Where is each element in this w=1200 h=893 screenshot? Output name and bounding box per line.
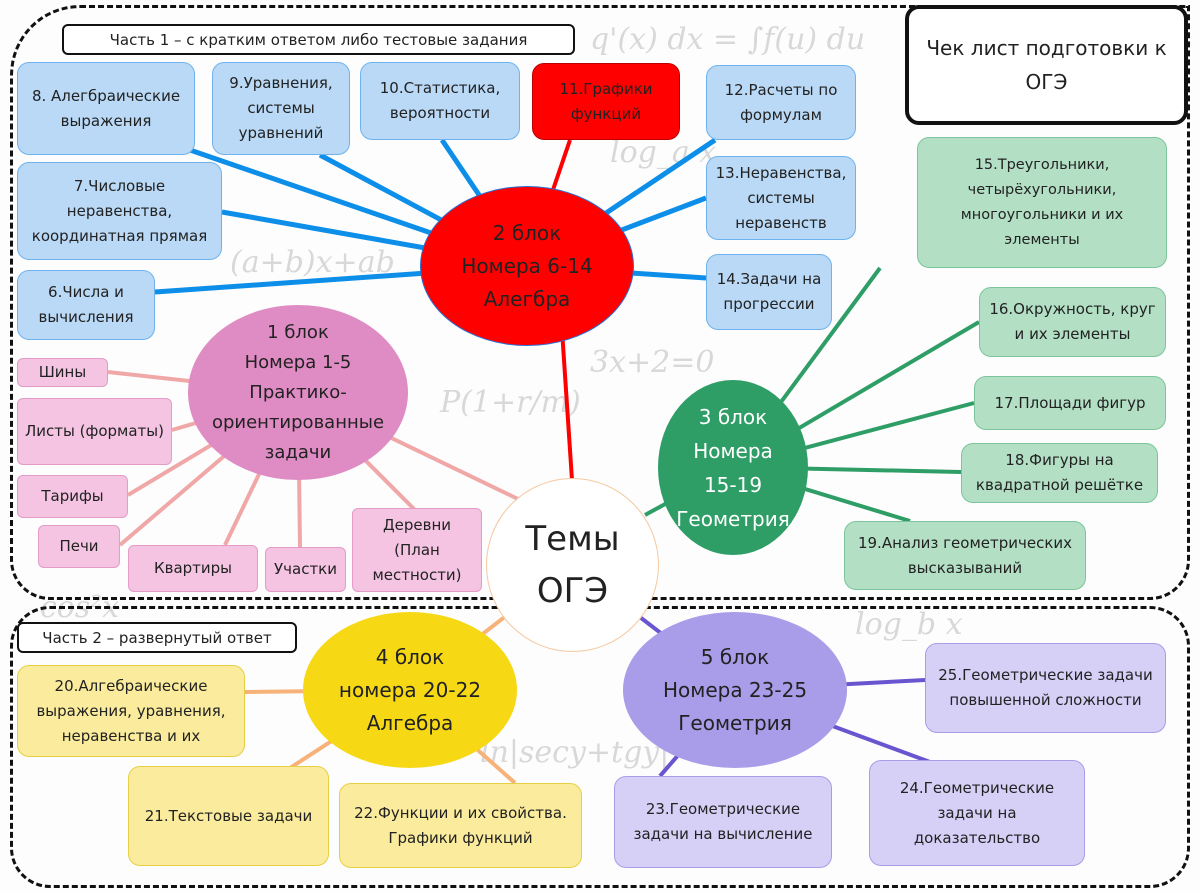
block4-title: 4 блок [375, 644, 445, 669]
topic-16: 16.Окружность, круг и их элементы [979, 287, 1166, 357]
block2-subject: Алегбра [483, 286, 571, 311]
topic-18: 18.Фигуры на квадратной решётке [961, 443, 1158, 503]
topic-9: 9.Уравнения, системы уравнений [212, 62, 350, 155]
block3-numbers: Номера 15-19 [693, 438, 773, 497]
topic-22: 22.Функции и их свойства. Графики функци… [339, 783, 582, 868]
background-formula: q'(x) dx = ∫f(u) du [590, 22, 866, 57]
block1-title: 1 блок [267, 321, 329, 343]
block3-subject: Геометрия [676, 506, 790, 531]
part1-label: Часть 1 – с кратким ответом либо тестовы… [62, 24, 575, 55]
block4-subject: Алгебра [366, 710, 454, 735]
topic-25: 25.Геометрические задачи повышенной слож… [925, 643, 1166, 733]
background-formula: (a+b)x+ab [230, 245, 395, 280]
topic-15: 15.Треугольники, четырёхугольники, много… [917, 137, 1167, 268]
topic-kvartiry: Квартиры [128, 545, 258, 592]
block3-title: 3 блок [698, 404, 768, 429]
topic-23: 23.Геометрические задачи на вычисление [614, 776, 832, 868]
block3-node: 3 блок Номера 15-19 Геометрия [658, 380, 808, 555]
topic-shiny: Шины [17, 358, 108, 387]
topic-tarify: Тарифы [17, 475, 128, 518]
block2-numbers: Номера 6-14 [461, 253, 593, 278]
topic-derevni: Деревни (План местности) [352, 508, 482, 592]
background-formula: ln|secy+tgy| [480, 735, 670, 770]
topic-24: 24.Геометрические задачи на доказательст… [869, 760, 1085, 866]
topic-21: 21.Текстовые задачи [128, 766, 329, 866]
block1-node: 1 блок Номера 1-5 Практико-ориентированн… [188, 305, 408, 480]
block4-node: 4 блок номера 20-22 Алгебра [303, 612, 517, 768]
topic-13: 13.Неравенства, системы неравенств [706, 156, 856, 240]
block4-numbers: номера 20-22 [338, 677, 482, 702]
topic-pechi: Печи [38, 525, 120, 568]
topic-12: 12.Расчеты по формулам [706, 65, 856, 140]
topic-uchastki: Участки [265, 547, 346, 592]
block1-numbers: Номера 1-5 [244, 351, 352, 373]
topic-listy: Листы (форматы) [17, 398, 172, 465]
block5-subject: Геометрия [678, 710, 792, 735]
topic-11: 11.Графики функций [532, 63, 680, 140]
block5-title: 5 блок [700, 644, 770, 669]
block5-numbers: Номера 23-25 [662, 677, 808, 702]
block2-title: 2 блок [492, 220, 562, 245]
center-node: Темы ОГЭ [486, 478, 659, 652]
background-formula: P(1+r/m) [440, 385, 581, 420]
block2-node: 2 блок Номера 6-14 Алегбра [420, 186, 634, 346]
topic-17: 17.Площади фигур [974, 376, 1166, 430]
topic-19: 19.Анализ геометрических высказываний [844, 521, 1086, 590]
topic-14: 14.Задачи на прогрессии [706, 254, 832, 330]
topic-8: 8. Алегбраические выражения [17, 62, 195, 155]
background-formula: 3x+2=0 [590, 345, 715, 380]
topic-20: 20.Алгебраические выражения, уравнения, … [17, 665, 245, 757]
block5-node: 5 блок Номера 23-25 Геометрия [623, 612, 847, 768]
topic-6: 6.Числа и вычисления [17, 270, 155, 340]
background-formula: log_b x [855, 607, 963, 642]
page-title: Чек лист подготовки к ОГЭ [905, 5, 1188, 125]
block1-subject: Практико-ориентированные задачи [211, 381, 385, 463]
topic-10: 10.Статистика, вероятности [360, 62, 520, 140]
part2-label: Часть 2 – развернутый ответ [17, 622, 297, 653]
topic-7: 7.Числовые неравенства, координатная пря… [17, 162, 222, 260]
